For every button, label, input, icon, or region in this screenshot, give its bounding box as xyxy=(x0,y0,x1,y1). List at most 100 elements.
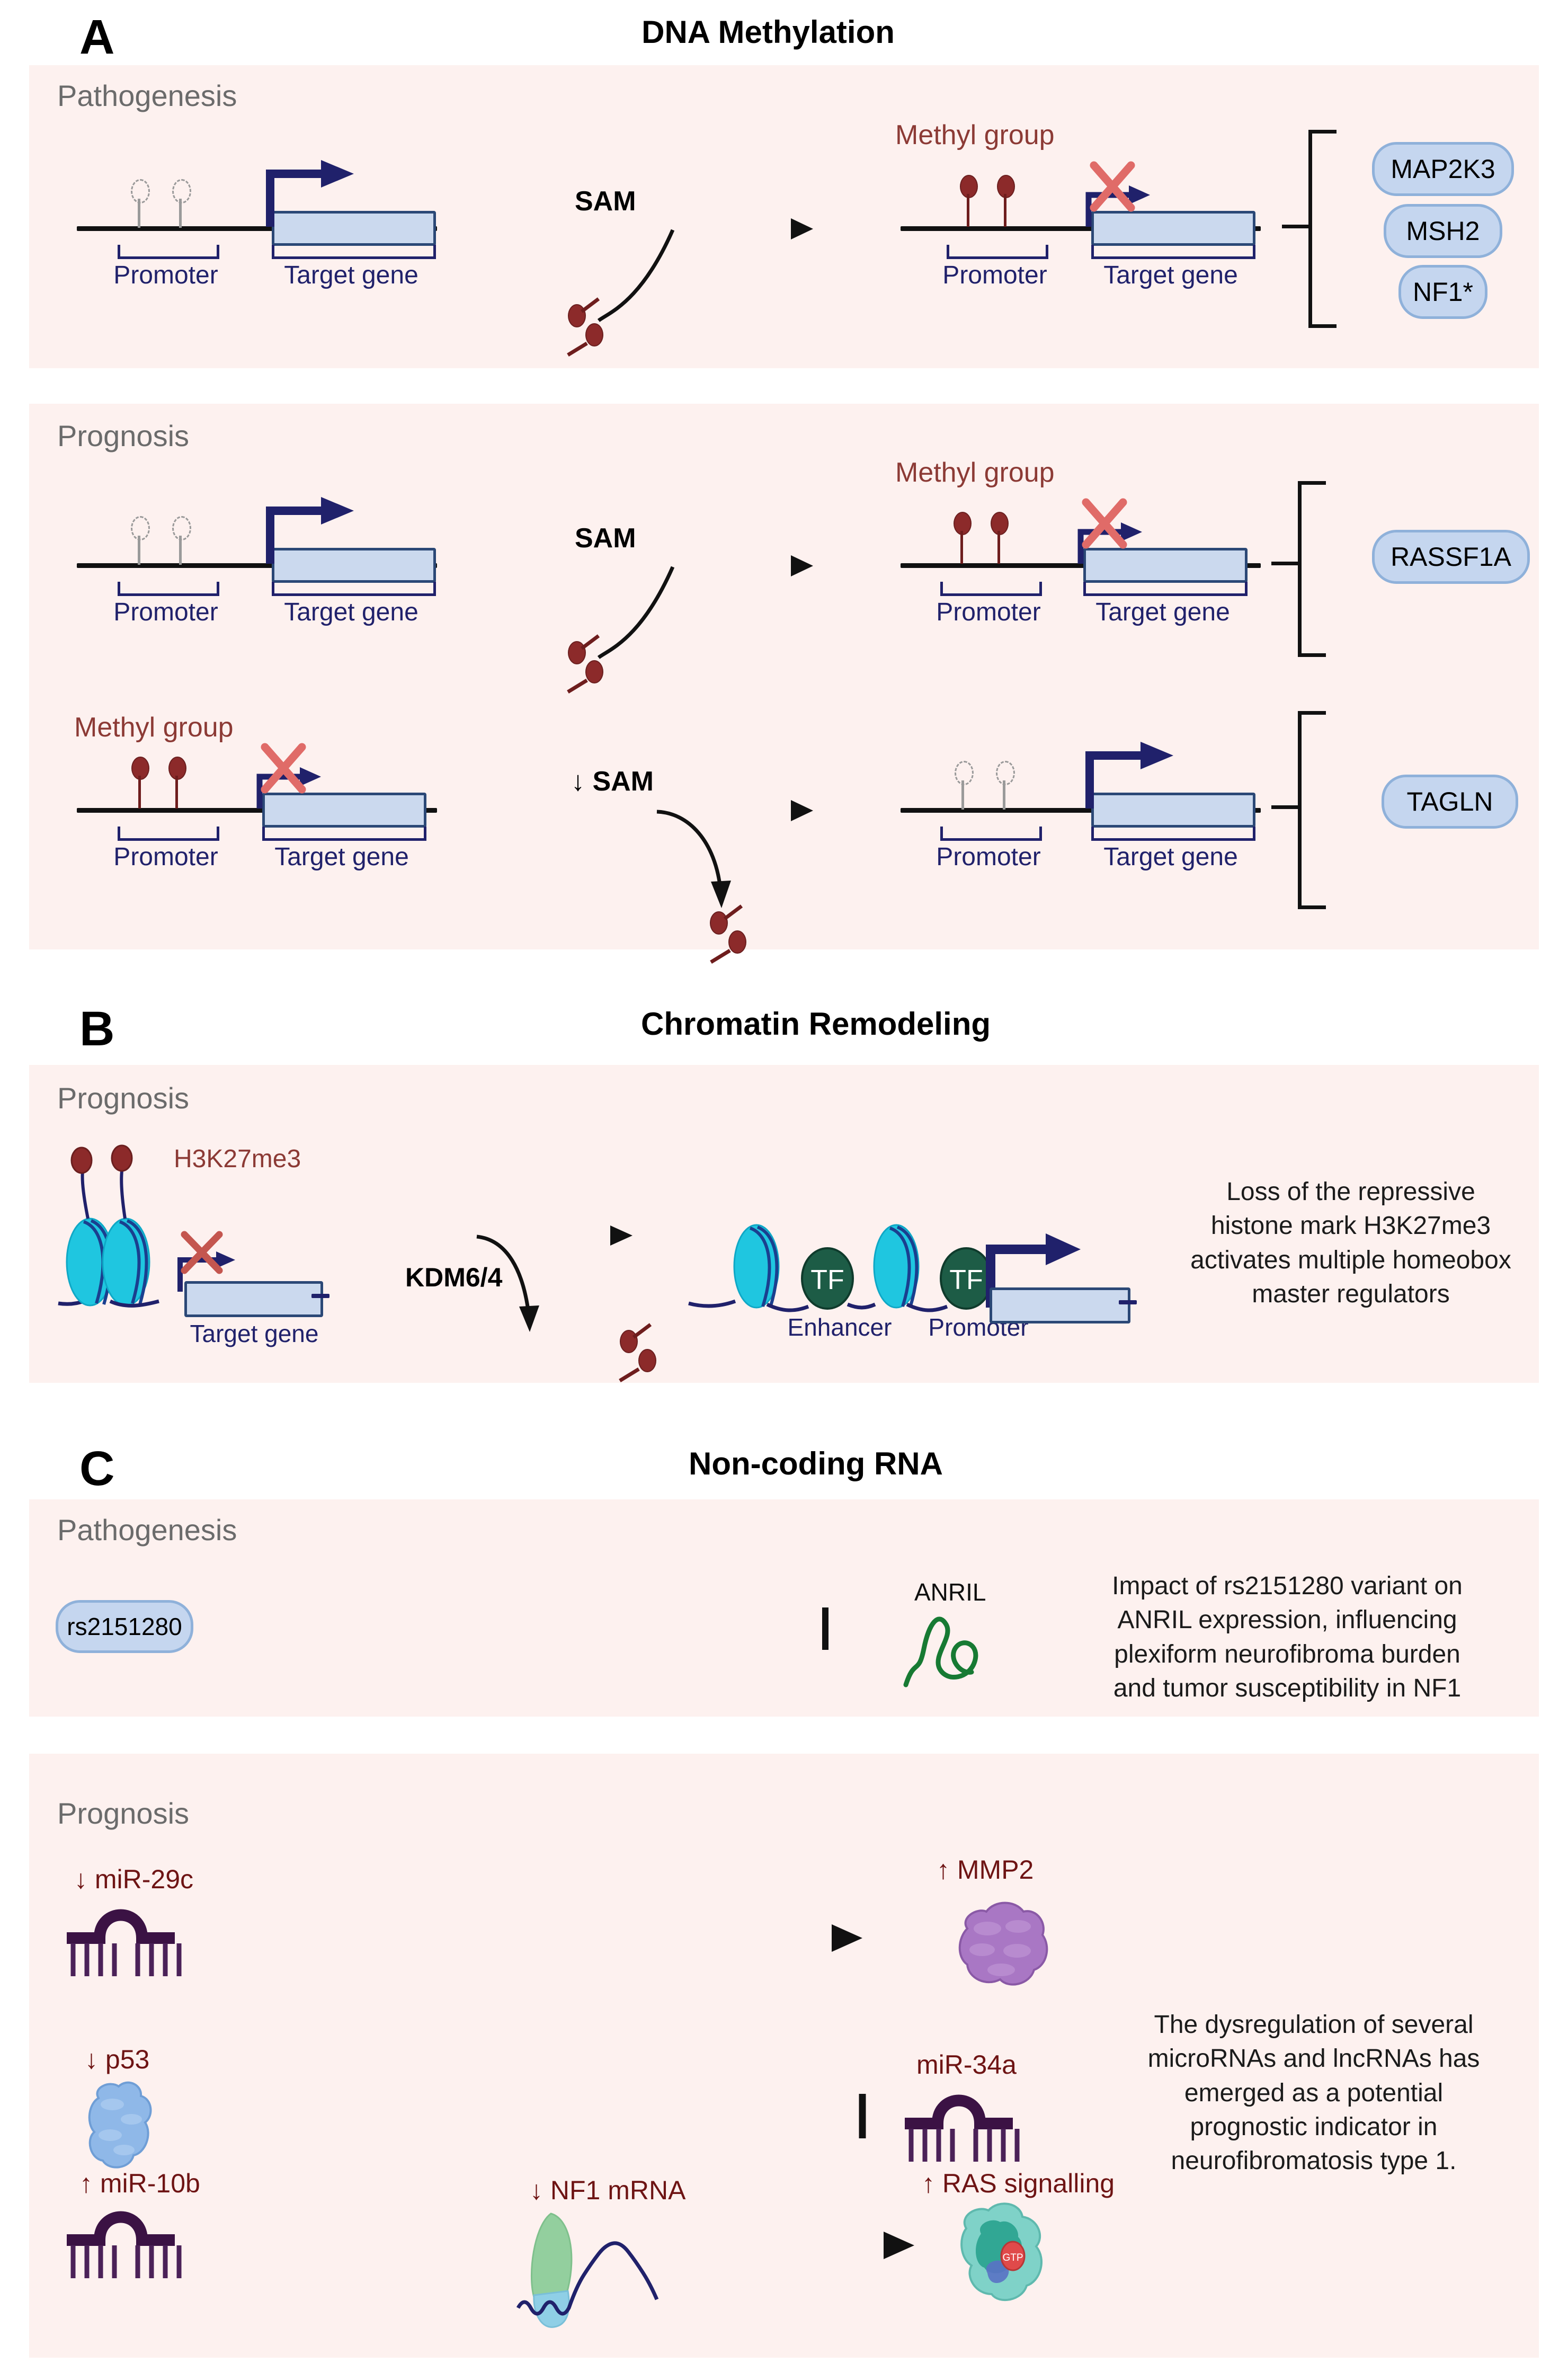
variant-pill[interactable]: rs2151280 xyxy=(56,1600,193,1653)
methyl-stem xyxy=(138,776,141,809)
target-gene-box xyxy=(272,211,436,246)
dna-backbone xyxy=(77,808,437,813)
methyl-group-label: Methyl group xyxy=(895,120,1055,150)
target-gene-label: Target gene xyxy=(1103,261,1238,289)
promoter-label: Promoter xyxy=(113,598,218,626)
p53-protein-icon xyxy=(88,2081,152,2169)
panel-c-title: Non-coding RNA xyxy=(689,1446,943,1481)
dna-backbone xyxy=(901,808,1261,813)
nf1-mrna-label: ↓ NF1 mRNA xyxy=(530,2175,686,2205)
methyl-group-icon xyxy=(568,304,586,327)
tss-arrow-blocked-icon xyxy=(256,743,321,809)
mirna-hairpin-icon xyxy=(67,2211,182,2278)
mir10b-label: ↑ miR-10b xyxy=(79,2169,200,2198)
panel-a-letter: A xyxy=(79,10,115,64)
target-gene-label: Target gene xyxy=(1095,598,1230,626)
methyl-group-label: Methyl group xyxy=(895,457,1055,488)
methyl-bond xyxy=(567,679,588,694)
panel-c-prognosis-band xyxy=(29,1754,1539,2358)
methyl-group-icon xyxy=(620,1330,638,1353)
promoter-label: Promoter xyxy=(113,843,218,871)
panel-b-letter: B xyxy=(79,1002,115,1056)
ras-gtp-protein-icon: GTP xyxy=(960,2202,1043,2302)
dna-backbone xyxy=(77,226,437,231)
promoter-bracket xyxy=(947,245,1048,259)
outcome-gene-pill[interactable]: TAGLN xyxy=(1382,775,1518,829)
target-gene-bracket xyxy=(1091,245,1255,259)
unmethylated-mark-icon xyxy=(172,179,191,203)
promoter-bracket xyxy=(940,582,1042,596)
mirna-hairpin-icon xyxy=(67,1909,182,1976)
panel-b-band xyxy=(29,1065,1539,1383)
bracket-connector xyxy=(1271,562,1298,565)
tss-arrow-active-icon xyxy=(1085,742,1173,809)
promoter-bracket xyxy=(940,827,1042,841)
dna-backbone xyxy=(311,1294,329,1298)
stage-label-pathogenesis-c: Pathogenesis xyxy=(57,1513,237,1547)
h3k27me3-label: H3K27me3 xyxy=(174,1145,301,1173)
methyl-group-icon xyxy=(585,323,603,347)
anril-lncrna-icon xyxy=(903,1616,978,1687)
mir34a-label: miR-34a xyxy=(916,2050,1017,2080)
sam-reaction-arrow-icon xyxy=(498,555,813,659)
panel-c-prognosis-blurb: The dysregulation of several microRNAs a… xyxy=(1147,2011,1480,2175)
mir29c-label: ↓ miR-29c xyxy=(74,1864,194,1894)
methyl-group-icon xyxy=(585,660,603,683)
methyl-group-icon xyxy=(638,1349,656,1372)
outcome-gene-pill[interactable]: MSH2 xyxy=(1384,204,1502,258)
methyl-group-icon xyxy=(728,930,746,954)
unmethylated-stem xyxy=(179,199,182,228)
target-gene-box xyxy=(272,548,436,583)
methyl-stem xyxy=(967,194,969,227)
target-gene-box xyxy=(184,1281,323,1317)
target-gene-label: Target gene xyxy=(284,261,418,289)
connector-line-icon xyxy=(302,2233,461,2238)
unmethylated-mark-icon xyxy=(172,516,191,540)
unmethylated-stem xyxy=(138,536,140,565)
unmethylated-mark-icon xyxy=(131,516,150,540)
unmethylated-mark-icon xyxy=(131,179,150,203)
stage-label-prognosis-c: Prognosis xyxy=(57,1797,190,1830)
outcome-gene-pill[interactable]: MAP2K3 xyxy=(1372,142,1514,196)
target-gene-box xyxy=(1091,793,1255,828)
target-gene-bracket xyxy=(272,582,436,596)
outcome-bracket xyxy=(1308,130,1337,328)
unmethylated-stem xyxy=(138,199,140,228)
target-gene-box xyxy=(1091,211,1255,246)
nf1-mrna-icon xyxy=(516,2213,659,2328)
sam-down-enzyme-label: ↓ SAM xyxy=(571,766,654,797)
methyl-bond xyxy=(580,634,600,650)
promoter-bracket xyxy=(118,582,219,596)
outcome-gene-pill[interactable]: NF1* xyxy=(1398,265,1487,319)
target-gene-bracket xyxy=(1091,827,1255,841)
tss-arrow-blocked-icon xyxy=(1085,161,1150,227)
panel-a-title: DNA Methylation xyxy=(642,14,895,50)
unmethylated-stem xyxy=(179,536,182,565)
kdm-reaction-arrow-icon xyxy=(381,1225,632,1332)
svg-text:TF: TF xyxy=(810,1265,844,1295)
panel-b-title: Chromatin Remodeling xyxy=(640,1006,991,1042)
methyl-group-icon xyxy=(710,911,728,935)
target-gene-label: Target gene xyxy=(1103,843,1238,871)
tss-arrow-blocked-icon xyxy=(1077,498,1142,564)
sam-enzyme-label: SAM xyxy=(575,523,636,554)
target-gene-label: Target gene xyxy=(284,598,418,626)
enhancer-label: Enhancer xyxy=(787,1313,892,1341)
activation-arrow-icon xyxy=(763,2232,914,2259)
target-gene-box xyxy=(990,1287,1130,1323)
target-gene-label: Target gene xyxy=(190,1320,319,1347)
panel-a-prognosis-band xyxy=(29,404,1539,949)
sam-reaction-arrow-icon xyxy=(498,218,813,322)
outcome-gene-pill[interactable]: RASSF1A xyxy=(1372,530,1530,584)
tss-arrow-active-icon xyxy=(266,497,354,564)
sam-down-reaction-arrow-icon xyxy=(498,800,813,908)
unmethylated-stem xyxy=(961,780,964,810)
mmp2-protein-icon xyxy=(958,1902,1048,1986)
methyl-group-icon xyxy=(568,641,586,664)
anril-label: ANRIL xyxy=(914,1578,986,1606)
methyl-group-label: Methyl group xyxy=(74,712,234,743)
unmethylated-mark-icon xyxy=(955,761,974,785)
stage-label-pathogenesis-a: Pathogenesis xyxy=(57,79,237,112)
sam-enzyme-label: SAM xyxy=(575,186,636,217)
promoter-label: Promoter xyxy=(936,843,1041,871)
